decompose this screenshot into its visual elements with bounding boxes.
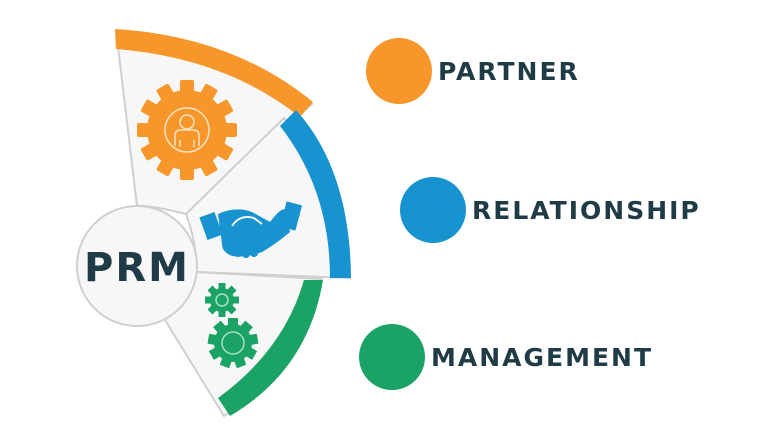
legend-item-management: MANAGEMENT [359, 324, 653, 390]
legend-item-partner: PARTNER [366, 38, 580, 104]
legend-label-relationship: RELATIONSHIP [472, 195, 701, 225]
prm-center-circle: PRM [76, 205, 198, 327]
prm-label: PRM [84, 245, 190, 291]
partner-dot-icon [366, 38, 432, 104]
legend-item-relationship: RELATIONSHIP [400, 177, 701, 243]
management-dot-icon [359, 324, 425, 390]
gear-person-icon [137, 80, 237, 180]
gears-icon [205, 283, 259, 369]
handshake-icon [199, 201, 303, 258]
relationship-dot-icon [400, 177, 466, 243]
legend-label-management: MANAGEMENT [431, 342, 654, 372]
partner-arc [115, 29, 313, 117]
legend-label-partner: PARTNER [438, 56, 580, 86]
relationship-arc [280, 110, 351, 278]
management-arc [218, 280, 323, 416]
